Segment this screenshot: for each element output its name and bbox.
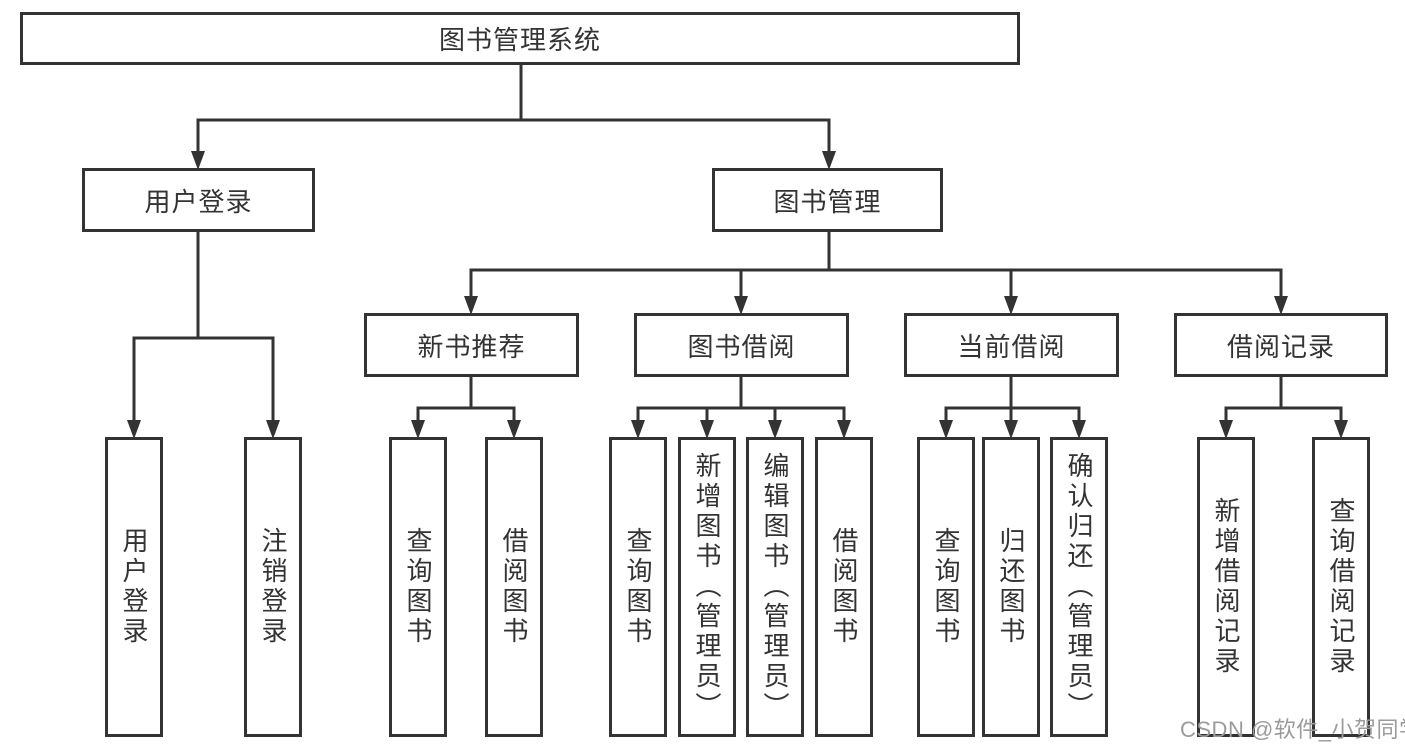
arrow-down-icon	[464, 296, 478, 315]
arrow-down-icon	[127, 420, 141, 439]
node-book-borrowing: 图书借阅	[634, 313, 849, 377]
node-leaf-query-books-1: 查询图书	[389, 437, 447, 737]
wire-book-mgmt-trunk	[469, 232, 1283, 297]
node-user-login: 用户登录	[82, 168, 315, 232]
arrow-down-icon	[631, 420, 645, 439]
arrow-down-icon	[411, 420, 425, 439]
node-leaf-confirm-return-admin: 确认归还（管理员）	[1050, 437, 1108, 737]
wire-root-trunk	[196, 65, 831, 152]
wire-book-borrow-trunk	[636, 377, 846, 421]
arrow-down-icon	[939, 420, 953, 439]
node-leaf-borrow-books-2: 借阅图书	[815, 437, 873, 737]
node-book-management: 图书管理	[712, 168, 943, 232]
node-leaf-query-borrow-record: 查询借阅记录	[1312, 437, 1370, 737]
node-leaf-query-books-3: 查询图书	[917, 437, 975, 737]
arrow-down-icon	[837, 420, 851, 439]
arrow-down-icon	[1274, 296, 1288, 315]
arrow-down-icon	[1004, 420, 1018, 439]
node-leaf-query-books-2: 查询图书	[609, 437, 667, 737]
node-leaf-edit-books-admin: 编辑图书（管理员）	[746, 437, 804, 737]
arrow-down-icon	[822, 151, 836, 170]
wire-new-book-trunk	[416, 377, 516, 421]
node-new-book-recommendation: 新书推荐	[364, 313, 579, 377]
arrow-down-icon	[507, 420, 521, 439]
arrowheads	[127, 151, 1348, 439]
node-root-library-system: 图书管理系统	[20, 12, 1020, 65]
arrow-down-icon	[1072, 420, 1086, 439]
wire-user-login-trunk	[132, 232, 275, 421]
arrow-down-icon	[700, 420, 714, 439]
node-leaf-add-borrow-record: 新增借阅记录	[1197, 437, 1255, 737]
node-leaf-add-books-admin: 新增图书（管理员）	[678, 437, 736, 737]
arrow-down-icon	[1219, 420, 1233, 439]
arrow-down-icon	[1004, 296, 1018, 315]
node-leaf-borrow-books-1: 借阅图书	[485, 437, 543, 737]
node-leaf-user-login: 用户登录	[105, 437, 163, 737]
wire-borrow-records-trunk	[1224, 377, 1343, 421]
wire-current-borrow-trunk	[944, 377, 1081, 421]
arrow-down-icon	[191, 151, 205, 170]
arrow-down-icon	[266, 420, 280, 439]
arrow-down-icon	[734, 296, 748, 315]
node-leaf-return-books: 归还图书	[982, 437, 1040, 737]
arrow-down-icon	[768, 420, 782, 439]
arrow-down-icon	[1334, 420, 1348, 439]
node-leaf-logout: 注销登录	[244, 437, 302, 737]
node-current-borrowing: 当前借阅	[904, 313, 1119, 377]
watermark-text: CSDN @软件_小贺同学	[1180, 717, 1405, 742]
node-borrowing-records: 借阅记录	[1174, 313, 1388, 377]
